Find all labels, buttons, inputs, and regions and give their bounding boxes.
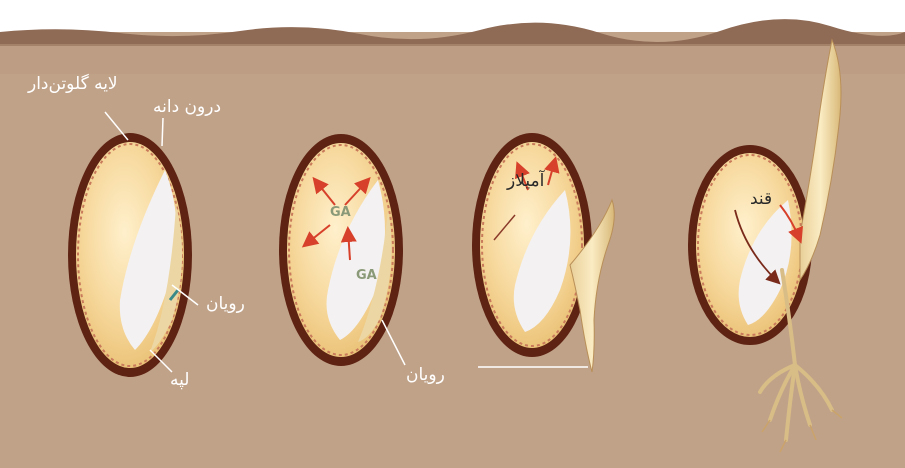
- label-embryo-1: رویان: [206, 296, 245, 313]
- label-aleurone-layer: لایه گلوتن‌دار: [28, 76, 118, 93]
- label-endosperm: درون دانه: [153, 99, 221, 116]
- label-sugar: قند: [750, 191, 772, 208]
- label-embryo-2: رویان: [406, 367, 445, 384]
- label-amylase: آمیلاز: [507, 173, 544, 190]
- label-ga-1: GA: [330, 206, 351, 219]
- label-cotyledon: لپه: [170, 372, 189, 389]
- seed-2: [279, 134, 403, 366]
- seed-1: [68, 133, 192, 377]
- label-ga-2: GA: [356, 269, 377, 282]
